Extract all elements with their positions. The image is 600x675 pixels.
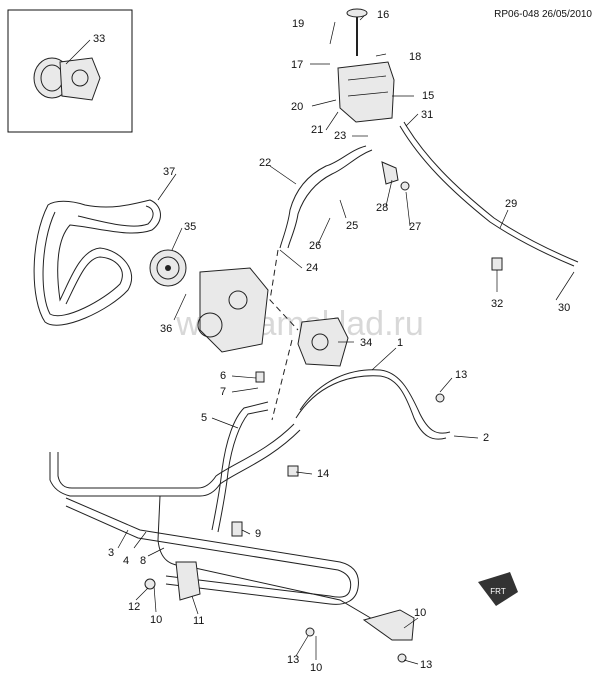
callout-26: 24 [306,262,318,274]
line-5-b [217,409,269,533]
callout-16: 14 [317,468,329,480]
cooler-line-c [65,497,359,605]
callout-36: 34 [360,337,372,349]
drawing-reference: RP06-048 26/05/2010 [494,9,592,20]
callout-30: 28 [376,202,388,214]
cooler-line-b [57,423,295,489]
reservoir-17 [337,8,395,123]
callout-8: 8 [140,555,146,567]
clip-34 [491,257,503,271]
bracket-11 [362,609,415,641]
callout-14: 13 [420,659,432,671]
callout-28: 26 [309,240,321,252]
cooler-line-d [65,505,352,598]
bolt-15 [435,393,445,403]
callout-15: 13 [455,369,467,381]
drive-belt-39 [33,199,161,326]
callout-4: 4 [123,555,129,567]
grommet-13 [144,578,156,590]
grommet-13b [305,627,315,637]
callout-35: 33 [93,33,105,45]
pulley-37 [149,249,187,287]
bracket-12 [175,561,201,601]
callout-13: 12 [128,601,140,613]
callout-6: 6 [220,370,226,382]
callout-10b: 10 [310,662,322,674]
callout-33: 31 [421,109,433,121]
callout-22: 20 [291,101,303,113]
callout-20: 18 [409,51,421,63]
fitting-30 [381,161,399,185]
callout-29: 27 [409,221,421,233]
fitting-6 [255,371,265,383]
steering-pump-36 [297,317,349,367]
clip-9 [231,521,243,537]
callout-23: 21 [311,124,323,136]
callout-25: 23 [334,130,346,142]
callout-34: 32 [491,298,503,310]
leader-lines [65,15,575,665]
callout-10: 10 [150,614,162,626]
callout-13b: 13 [287,654,299,666]
callout-3: 3 [108,547,114,559]
fitting-29 [400,181,410,191]
pump-assembly [197,267,269,353]
line-1 [299,369,451,434]
line-5 [211,401,269,531]
bolt-14 [397,653,407,663]
hose-24 [279,145,367,249]
callout-31: 29 [505,198,517,210]
callout-1: 1 [397,337,403,349]
callout-27: 25 [346,220,358,232]
callout-17: 15 [422,90,434,102]
callout-2: 2 [483,432,489,444]
dashed-route-b [271,339,293,421]
callout-37: 35 [184,221,196,233]
callout-38: 36 [160,323,172,335]
callout-18: 16 [377,9,389,21]
callout-21: 19 [292,18,304,30]
hose-31-b [403,121,579,263]
callout-labels: 33 19 16 18 17 15 20 31 21 23 22 37 29 2… [93,9,570,674]
line-1-b [295,375,447,440]
callout-32: 30 [558,302,570,314]
callout-24: 22 [259,157,271,169]
svg-text:FRT: FRT [490,587,506,596]
inset-pump-35 [7,9,133,133]
callout-19: 17 [291,59,303,71]
callout-12: 11 [193,615,204,627]
callout-7: 7 [220,386,226,398]
callout-5: 5 [201,412,207,424]
hose-31 [399,125,575,267]
callout-11: 10 [414,607,426,619]
callout-39: 37 [163,166,175,178]
callout-9: 9 [255,528,261,540]
front-badge: FRT [478,572,518,606]
dashed-route-a [269,249,299,331]
clip-16 [287,465,299,477]
hose-24-b [287,149,373,249]
cooler-line-a [49,429,301,497]
